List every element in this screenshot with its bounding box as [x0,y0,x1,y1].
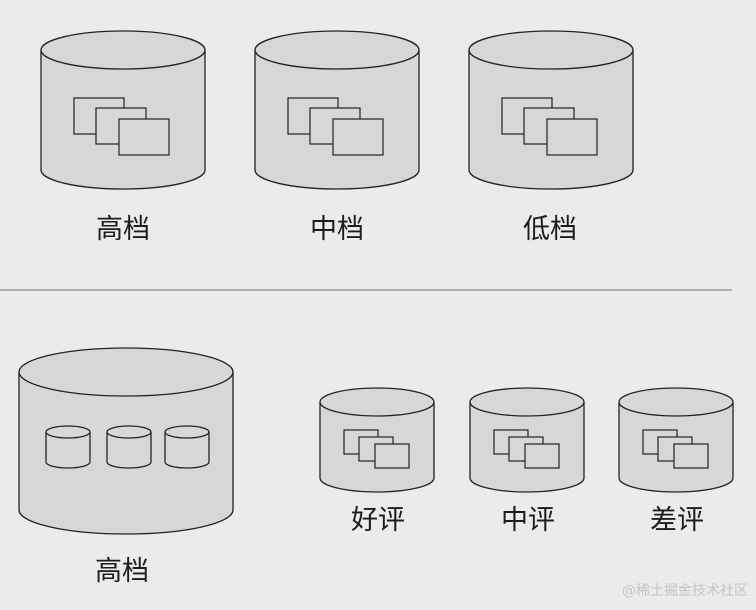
bottom-cylinder-high [18,347,234,535]
top-cylinder-high [40,30,206,190]
bottom-label-bad: 差评 [650,505,704,536]
bottom-label-neutral: 中评 [501,505,555,536]
database-icon [45,425,91,469]
bottom-label-high: 高档 [95,556,149,587]
bottom-cylinder-neutral [469,387,585,493]
bottom-cylinder-bad [618,387,734,493]
database-icon [106,425,152,469]
top-cylinder-low [468,30,634,190]
top-cylinder-mid [254,30,420,190]
documents-icon [501,97,598,156]
bottom-label-good: 好评 [351,505,405,536]
top-label-low: 低档 [523,214,577,245]
database-icon [164,425,210,469]
documents-icon [73,97,170,156]
documents-icon [343,429,410,469]
documents-icon [287,97,384,156]
documents-icon [642,429,709,469]
watermark: @稀土掘金技术社区 [622,583,748,599]
top-label-mid: 中档 [310,214,364,245]
bottom-cylinder-good [319,387,435,493]
documents-icon [493,429,560,469]
top-label-high: 高档 [96,214,150,245]
